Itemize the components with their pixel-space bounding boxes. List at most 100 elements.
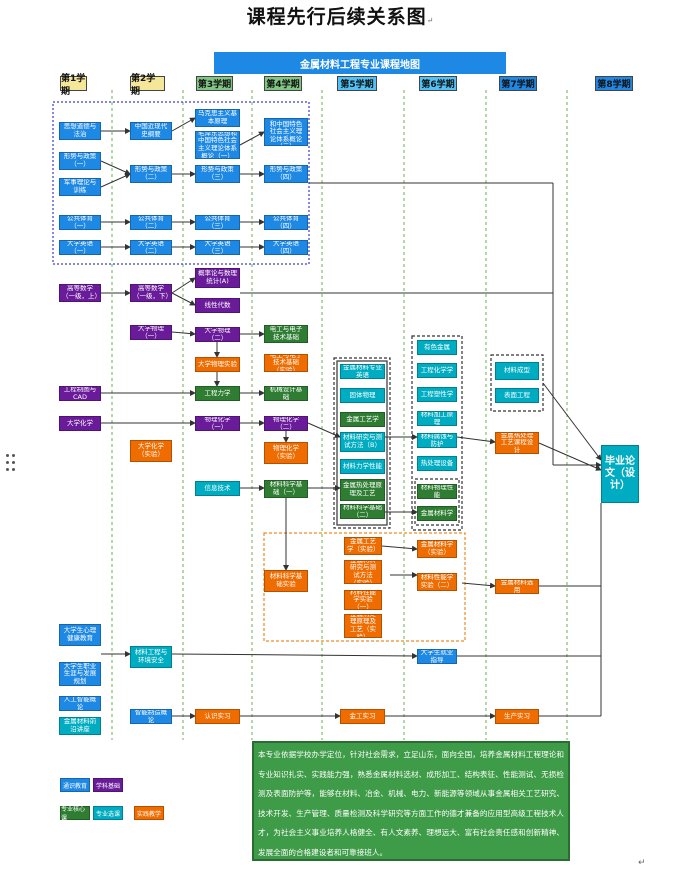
course-box-c36: 信息技术	[195, 481, 240, 496]
course-box-c24: 大学物理（二）	[195, 327, 240, 342]
course-box-c69: 金属材料前沿讲座	[59, 717, 101, 735]
course-box-c66: 材料工程与环境安全	[130, 646, 172, 668]
course-box-c55: 热处理设备	[417, 456, 457, 471]
course-box-c47: 金属材料研究与测试方法（实验）	[344, 560, 382, 584]
course-box-c40: 固体物理	[340, 388, 385, 403]
return-mark: ↵	[426, 16, 435, 25]
connector-arrow	[456, 436, 496, 445]
course-box-c74: 毕业论文（设计）	[601, 445, 639, 503]
course-box-c52: 工程塑性学	[417, 387, 457, 402]
course-box-c33: 物理化学（二）	[264, 416, 308, 431]
course-box-c29: 工程力学	[195, 386, 240, 401]
course-box-c15: 大学英语（一）	[59, 240, 101, 255]
semester-header-8: 第8学期	[595, 76, 633, 91]
course-box-c44: 金属热处理原理及工艺	[340, 479, 385, 501]
legend-item-core: 专业核心课	[60, 806, 90, 822]
course-box-c38: 材料科学基础实验	[264, 570, 308, 592]
course-box-c14: 公共体育（四）	[264, 215, 308, 230]
course-box-c68: 人工智能概论	[59, 696, 101, 711]
course-box-c4: 毛泽东思想和中国特色社会主义理论体系概论（一）	[195, 131, 240, 159]
course-box-c72: 金工实习	[340, 709, 385, 724]
course-box-c43: 材料力学性能	[340, 459, 385, 474]
connector-arrow	[100, 173, 131, 188]
semester-header-6: 第6学期	[419, 76, 457, 91]
return-mark-bottom: ↵	[638, 858, 646, 868]
course-box-c49: 金属热处理原理及工艺（实验）	[344, 614, 382, 638]
semester-header-3: 第3学期	[196, 76, 233, 91]
course-map-banner: 金属材料工程专业课程地图	[214, 52, 506, 74]
course-box-c9: 形势与政策（四）	[264, 165, 308, 183]
course-box-c51: 工程化学学	[417, 363, 457, 378]
course-box-c11: 公共体育（一）	[59, 215, 101, 230]
course-box-c21: 概率论与数理统计(A)	[195, 268, 240, 288]
course-box-c64: 大学生心理健康教育	[59, 624, 101, 646]
semester6-frame	[411, 335, 463, 531]
major-introduction: 本专业依据学校办学定位，针对社会需求，立足山东，面向全国，培养金属材料工程理论和…	[252, 741, 570, 861]
course-box-c70: 智能制造概论	[130, 709, 172, 724]
connector-arrow	[171, 330, 196, 337]
connector-arrow	[171, 277, 196, 294]
course-box-c34: 物理化学（实验）	[264, 442, 308, 464]
connector-arrow	[171, 292, 196, 306]
course-box-c63: 金属材料选用	[495, 579, 539, 594]
semester-header-2: 第2学期	[130, 74, 165, 97]
connector-arrow	[307, 422, 341, 438]
connector-arrow	[381, 545, 418, 552]
course-box-c23: 大学物理（一）	[130, 325, 172, 340]
course-box-c2: 中国近现代史纲要	[130, 122, 172, 140]
course-box-c32: 物理化学（一）	[195, 416, 240, 431]
course-box-c53: 材料加工原理	[417, 411, 457, 426]
legend-item-foundation: 学科基础	[93, 778, 123, 792]
course-box-c58: 金属材料学（实验）	[417, 540, 457, 558]
course-box-c59: 材料性能学实验（二）	[417, 573, 457, 591]
course-box-c1: 思想道德与法治	[59, 122, 101, 140]
course-box-c5: 毛泽东思想和中国特色社会主义理论体系概论（二）	[264, 118, 308, 146]
course-box-c19: 高等数学（一级，上）	[59, 284, 101, 302]
page-title: 课程先行后续关系图↵	[246, 6, 435, 28]
legend-item-elective: 专业选课	[93, 806, 123, 820]
course-box-c37: 材料科学基础（一）	[264, 480, 308, 498]
connector-arrow	[461, 582, 496, 589]
semester5-inner-frame	[336, 360, 388, 526]
course-box-c7: 形势与政策（二）	[130, 165, 172, 183]
course-box-c8: 形势与政策（三）	[195, 165, 240, 183]
legend-item-general: 通识教育	[60, 778, 90, 792]
course-box-c60: 材料成型	[495, 362, 539, 380]
course-box-c41: 金属工艺学	[340, 412, 385, 427]
course-box-c13: 公共体育（三）	[195, 215, 240, 230]
course-box-c39: 金属材料专业英语	[340, 364, 385, 379]
course-box-c12: 公共体育（二）	[130, 215, 172, 230]
semester-header-5: 第5学期	[337, 76, 377, 91]
semester6-core-frame	[414, 478, 460, 526]
course-box-c46: 金属工艺学（实验）	[344, 537, 382, 555]
course-box-c56: 材料物理性能	[417, 484, 457, 499]
course-box-c28: 工程制图与CAD	[59, 386, 101, 401]
connector-arrow	[239, 131, 265, 146]
course-box-c35: 大学化学（实验）	[130, 440, 172, 462]
course-box-c65: 大学生职业生涯与发展规划	[59, 662, 101, 686]
course-box-c6: 形势与政策（一）	[59, 152, 101, 170]
legend-item-practice: 实践教学	[134, 806, 164, 820]
course-box-c71: 认识实习	[195, 709, 240, 724]
course-box-c73: 生产实习	[495, 709, 539, 724]
connector-arrow	[171, 117, 196, 132]
course-box-c25: 大学物理实验	[195, 357, 240, 372]
semester-header-4: 第4学期	[264, 76, 302, 91]
course-box-c16: 大学英语（二）	[130, 240, 172, 255]
course-box-c54: 材料腐蚀与防护	[417, 433, 457, 448]
semester-header-1: 第1学期	[60, 73, 87, 97]
course-box-c45: 材料科学基础（二）	[340, 504, 385, 519]
semester-header-7: 第7学期	[499, 76, 537, 91]
course-box-c3: 马克思主义基本原理	[195, 109, 240, 127]
course-box-c48: 材料性能学实验（一）	[344, 590, 382, 610]
course-box-c20: 高等数学（一级，下）	[130, 284, 172, 302]
lab-group-frame	[263, 532, 466, 642]
course-box-c67: 大学生就业指导	[417, 649, 457, 664]
course-box-c30: 机械设计基础	[264, 386, 308, 401]
course-box-c26: 电工与电子技术基础	[264, 325, 308, 343]
course-box-c61: 表面工程	[495, 388, 539, 403]
drag-handle-icon[interactable]	[6, 454, 18, 472]
course-box-c31: 大学化学	[59, 416, 101, 431]
